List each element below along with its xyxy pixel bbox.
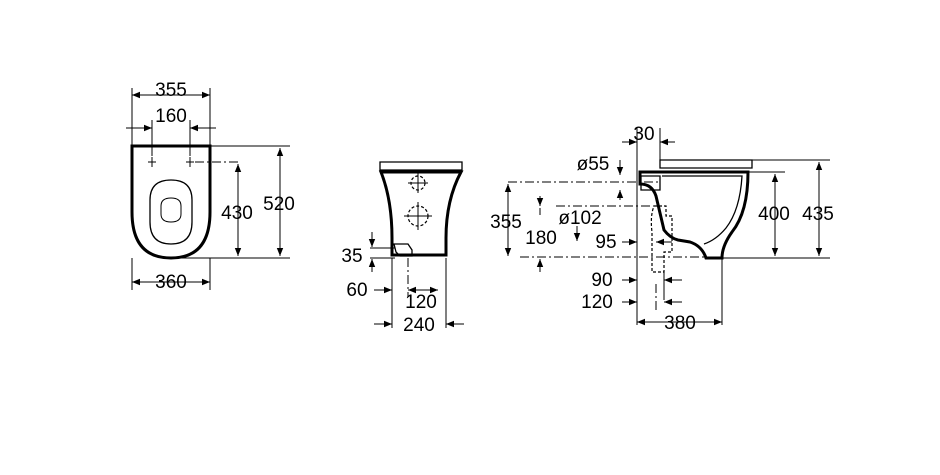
dim-bottom-width: 360: [155, 272, 187, 293]
dim-outlet-distance-1: 90: [591, 270, 612, 291]
side-view-bowl: [638, 170, 750, 260]
dim-front-inlet-height: 35: [341, 246, 362, 267]
dim-total-height: 435: [802, 204, 834, 225]
dim-inlet-height: 355: [490, 212, 522, 233]
dim-inlet-diameter: ø55: [577, 154, 610, 175]
front-view-seat: [379, 161, 463, 171]
dim-total-length: 520: [263, 194, 295, 215]
dim-bowl-height: 400: [758, 204, 790, 225]
front-view: 35 60 120 240: [341, 161, 464, 336]
side-view-seat: [659, 159, 753, 169]
side-view: 30 ø55 355 ø102 180 95 90 120 380 400: [490, 124, 834, 334]
mounting-hole-right: [186, 157, 194, 167]
front-hole-lower: [404, 202, 432, 230]
top-view-seat-inner: [160, 197, 182, 223]
dim-top-width: 355: [155, 80, 187, 101]
top-view: 355 160 360 430 520: [126, 80, 295, 293]
dim-outlet-height: 180: [525, 228, 557, 249]
mounting-hole-left: [148, 157, 156, 167]
top-view-bowl-outline: [130, 144, 212, 260]
side-view-outlet-pipe: [650, 205, 673, 273]
side-view-inlet: [640, 175, 661, 191]
dim-outlet-distance-2: 120: [581, 292, 613, 313]
dim-depth: 380: [664, 313, 696, 334]
front-inlet-fitting: [393, 243, 413, 257]
dim-seat-offset: 30: [633, 124, 654, 145]
dim-hole-spacing: 160: [155, 106, 187, 127]
front-hole-upper: [408, 173, 428, 193]
dim-outlet-diameter: ø102: [558, 208, 601, 229]
dim-front-outlet-width: 120: [405, 292, 437, 313]
top-view-seat-opening: [149, 179, 193, 245]
front-view-body: [378, 170, 464, 257]
dim-front-inlet-offset: 60: [346, 280, 367, 301]
dim-hole-to-front: 430: [221, 203, 253, 224]
dim-front-total-width: 240: [403, 315, 435, 336]
side-view-trap: [662, 175, 743, 245]
dim-outlet-offset: 95: [595, 232, 616, 253]
